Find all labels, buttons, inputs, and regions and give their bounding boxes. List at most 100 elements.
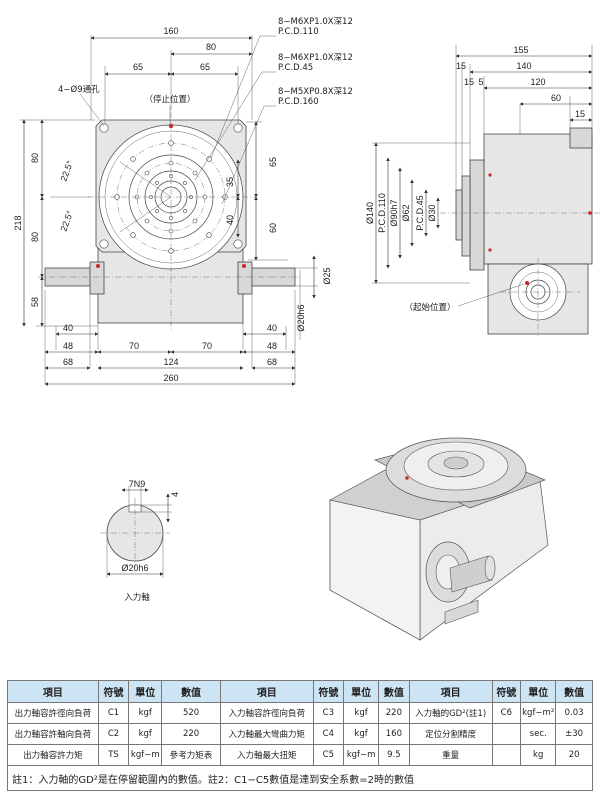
dim-218: 218 (13, 215, 23, 230)
technical-drawing: 160 80 65 65 4−Ø9通孔 （停止位置） 8−M6XP1.0X深12… (13, 17, 600, 641)
cell: kgf−m (128, 744, 163, 766)
col-header: 數值 (161, 680, 221, 703)
dim-40-left: 40 (63, 323, 73, 333)
col-header: 項目 (7, 680, 99, 703)
dim-124: 124 (163, 357, 178, 367)
dim-70-right: 70 (202, 341, 212, 351)
stop-position-label: （停止位置） (144, 94, 195, 105)
thread-note-2-pcd: P.C.D.45 (278, 63, 313, 73)
cell: C3 (312, 702, 345, 724)
dim-58: 58 (30, 297, 40, 307)
cell: 出力軸容許力矩 (7, 744, 99, 766)
col-header: 符號 (312, 680, 345, 703)
col-header: 單位 (520, 680, 557, 703)
cell: 220 (161, 723, 221, 745)
cell: kgf−m² (520, 702, 557, 724)
cell: kgf−m (343, 744, 380, 766)
cell (491, 744, 522, 766)
dim-140: 140 (516, 61, 531, 71)
dim-key-depth: 4 (170, 492, 180, 497)
dim-15-c: 15 (575, 109, 585, 119)
thread-note-3-pcd: P.C.D.160 (278, 97, 319, 107)
thread-note-1-pcd: P.C.D.110 (278, 27, 319, 37)
col-header: 符號 (97, 680, 130, 703)
isometric-view (329, 437, 549, 641)
cell: 0.03 (555, 702, 593, 724)
cell: TS (97, 744, 130, 766)
corner-hole-icon (99, 123, 109, 133)
dim-48-left: 48 (63, 341, 73, 351)
dim-7n9: 7N9 (129, 479, 146, 489)
dim-155: 155 (513, 45, 528, 55)
cell: 出力軸容許徑向負荷 (7, 702, 99, 724)
dim-65-right: 65 (200, 62, 210, 72)
table-header-row: 項目 符號 單位 數值 項目 符號 單位 數值 項目 符號 單位 數值 (7, 680, 593, 703)
cell: 入力軸容許徑向負荷 (219, 702, 314, 724)
cell: 參考力矩表 (161, 744, 221, 766)
dim-80: 80 (206, 42, 216, 52)
cell: C5 (312, 744, 345, 766)
cell: 520 (161, 702, 221, 724)
cell: 220 (378, 702, 410, 724)
holes-label: 4−Ø9通孔 (58, 84, 100, 95)
cell: kgf (128, 723, 163, 745)
dim-68-right: 68 (267, 357, 277, 367)
cell: sec. (520, 723, 557, 745)
dim-dia20h6-key: Ø20h6 (121, 563, 148, 573)
table-notes-row: 註1：入力軸的GD²是在停留範圍內的數值。註2：C1−C5數值是達到安全系數=2… (7, 765, 593, 791)
dim-48-right: 48 (267, 341, 277, 351)
angle-lower: 22.5° (58, 209, 75, 233)
shaft-key-detail: 7N9 4 Ø20h6 入力軸 (100, 479, 180, 603)
dim-80-upper: 80 (30, 153, 40, 163)
dim-35: 35 (225, 177, 235, 187)
col-header: 單位 (343, 680, 380, 703)
side-housing (483, 133, 593, 265)
cell: 重量 (408, 744, 493, 766)
cell: 定位分割精度 (408, 723, 493, 745)
thread-note-1: 8−M6XP1.0X深12 (278, 17, 353, 27)
dim-160: 160 (163, 26, 178, 36)
corner-hole-icon (99, 239, 109, 249)
col-header: 數值 (555, 680, 593, 703)
dim-15-a: 15 (456, 61, 466, 71)
cell: kgf (343, 723, 380, 745)
thread-note-2: 8−M6XP1.0X深12 (278, 53, 353, 63)
dim-pcd110: P.C.D.110 (377, 193, 387, 233)
dim-dia62: Ø62 (401, 204, 411, 221)
dim-pcd45: P.C.D.45 (415, 195, 425, 230)
corner-hole-icon (233, 239, 243, 249)
dim-15-b: 15 (464, 77, 474, 87)
cell: C6 (491, 702, 522, 724)
cell: ±30 (555, 723, 593, 745)
dim-70-left: 70 (129, 341, 139, 351)
dim-40-right: 40 (267, 323, 277, 333)
cell: 160 (378, 723, 410, 745)
dim-65-vertical: 65 (268, 157, 278, 167)
dim-dia140: Ø140 (365, 202, 375, 224)
cell: 9.5 (378, 744, 410, 766)
cell: C4 (312, 723, 345, 745)
side-view: 155 140 15 15 5 120 60 15 Ø140 P.C.D.110… (365, 45, 600, 336)
dim-dia20h6: Ø20h6 (296, 304, 306, 331)
cell: 入力軸的GD²(註1) (408, 702, 493, 724)
cell: C2 (97, 723, 130, 745)
cell: kg (520, 744, 557, 766)
dim-80-lower: 80 (30, 232, 40, 242)
dim-40-vertical: 40 (225, 215, 235, 225)
dim-68-left: 68 (63, 357, 73, 367)
col-header: 項目 (408, 680, 493, 703)
dim-60: 60 (268, 223, 278, 233)
dim-65-left: 65 (133, 62, 143, 72)
dim-5: 5 (478, 77, 483, 87)
col-header: 數值 (378, 680, 410, 703)
cell (491, 723, 522, 745)
dim-120: 120 (530, 77, 545, 87)
cell: C1 (97, 702, 130, 724)
dim-dia90h7: Ø90h7 (389, 199, 399, 226)
table-note: 註1：入力軸的GD²是在停留範圍內的數值。註2：C1−C5數值是達到安全系數=2… (7, 765, 593, 791)
front-view: 160 80 65 65 4−Ø9通孔 （停止位置） 8−M6XP1.0X深12… (13, 17, 353, 386)
cell: 入力軸最大彎曲力矩 (219, 723, 314, 745)
